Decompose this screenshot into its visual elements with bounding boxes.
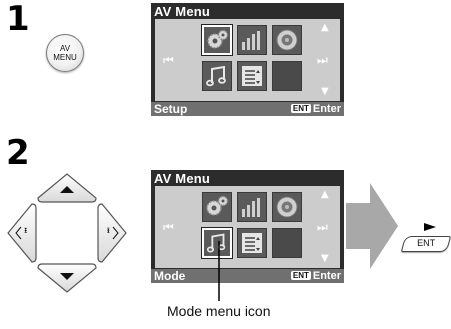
next-step-arrow-icon (346, 183, 398, 269)
forward-icon[interactable]: ⏭ (317, 53, 328, 67)
ent-key-label: ENT (417, 238, 436, 248)
pad-right-button[interactable]: ⏭ (97, 203, 127, 263)
status-label: Mode (154, 269, 186, 283)
av-menu-button-label-top: AV (59, 44, 71, 53)
empty-tile (272, 61, 302, 91)
up-arrow-icon[interactable]: ▲ (321, 22, 329, 33)
down-arrow-icon[interactable]: ▼ (321, 86, 329, 97)
enter-label: Enter (312, 270, 341, 282)
gear-icon (207, 29, 229, 49)
menu-title: AV Menu (154, 171, 211, 186)
music-note-icon (206, 65, 226, 87)
menu-title: AV Menu (154, 4, 211, 19)
pad-left-button[interactable]: ⏮ (7, 203, 37, 263)
pad-down-button[interactable] (37, 263, 97, 293)
setup-gear-tile[interactable] (202, 25, 232, 55)
mode-music-tile[interactable] (202, 61, 232, 91)
step-1-number: 1 (6, 0, 30, 39)
setup-gear-tile[interactable] (202, 192, 232, 222)
av-menu-button[interactable]: AV MENU (46, 34, 84, 72)
status-label: Setup (154, 102, 188, 116)
empty-tile (272, 228, 302, 258)
mode-menu-icon-caption: Mode menu icon (167, 303, 271, 319)
gear-icon (206, 195, 229, 216)
step-2-number: 2 (6, 133, 30, 173)
mode-music-tile[interactable] (202, 228, 232, 258)
rewind-icon[interactable]: ⏮ (163, 220, 174, 234)
pad-up-button[interactable] (37, 173, 97, 203)
speaker-tile[interactable] (272, 192, 302, 222)
down-arrow-icon[interactable]: ▼ (321, 253, 329, 264)
menu-screen: ⏮ ▲ ⏭ ▼ (155, 186, 340, 268)
callout-line (218, 241, 220, 301)
list-tile[interactable] (237, 228, 267, 258)
enter-label: Enter (312, 103, 341, 115)
ent-badge: ENT (290, 271, 311, 280)
speaker-icon (276, 196, 298, 218)
up-arrow-icon[interactable]: ▲ (321, 189, 329, 200)
ent-key-pointer-icon (424, 223, 436, 231)
speaker-icon (276, 29, 298, 51)
ent-key-button[interactable]: ENT (400, 236, 451, 252)
rewind-icon[interactable]: ⏮ (163, 53, 174, 67)
forward-icon[interactable]: ⏭ (317, 220, 328, 234)
equalizer-icon (242, 198, 260, 217)
ent-badge: ENT (290, 104, 311, 113)
equalizer-icon (242, 31, 260, 50)
av-menu-panel-step-2: AV Menu ⏮ ▲ ⏭ ▼ (151, 170, 344, 283)
svg-text:⏭: ⏭ (105, 227, 112, 233)
equalizer-tile[interactable] (237, 192, 267, 222)
av-menu-panel-step-1: AV Menu ⏮ ▲ ⏭ ▼ (151, 3, 344, 116)
list-icon (242, 233, 262, 253)
svg-text:⏮: ⏮ (23, 227, 30, 233)
speaker-tile[interactable] (272, 25, 302, 55)
list-tile[interactable] (237, 61, 267, 91)
list-icon (242, 66, 262, 86)
equalizer-tile[interactable] (237, 25, 267, 55)
direction-pad: ⏮ ⏭ (7, 173, 127, 293)
menu-screen: ⏮ ▲ ⏭ ▼ (155, 19, 340, 101)
av-menu-button-label-bottom: MENU (53, 53, 77, 62)
